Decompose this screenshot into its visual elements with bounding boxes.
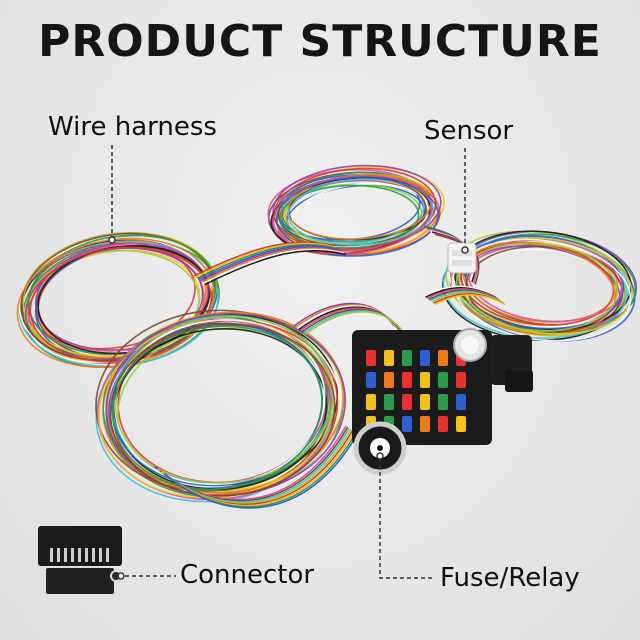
wire-harness-illustration (16, 164, 638, 509)
page-title: PRODUCT STRUCTURE (38, 16, 602, 67)
label-connector: Connector (180, 560, 315, 590)
fuse-block-illustration (352, 328, 533, 475)
connector-illustration (38, 526, 122, 594)
sensor-illustration (447, 242, 477, 274)
label-sensor: Sensor (424, 116, 514, 146)
callout-lines (108, 145, 469, 580)
label-wire-harness: Wire harness (48, 112, 217, 142)
label-fuse-relay: Fuse/Relay (440, 563, 580, 593)
